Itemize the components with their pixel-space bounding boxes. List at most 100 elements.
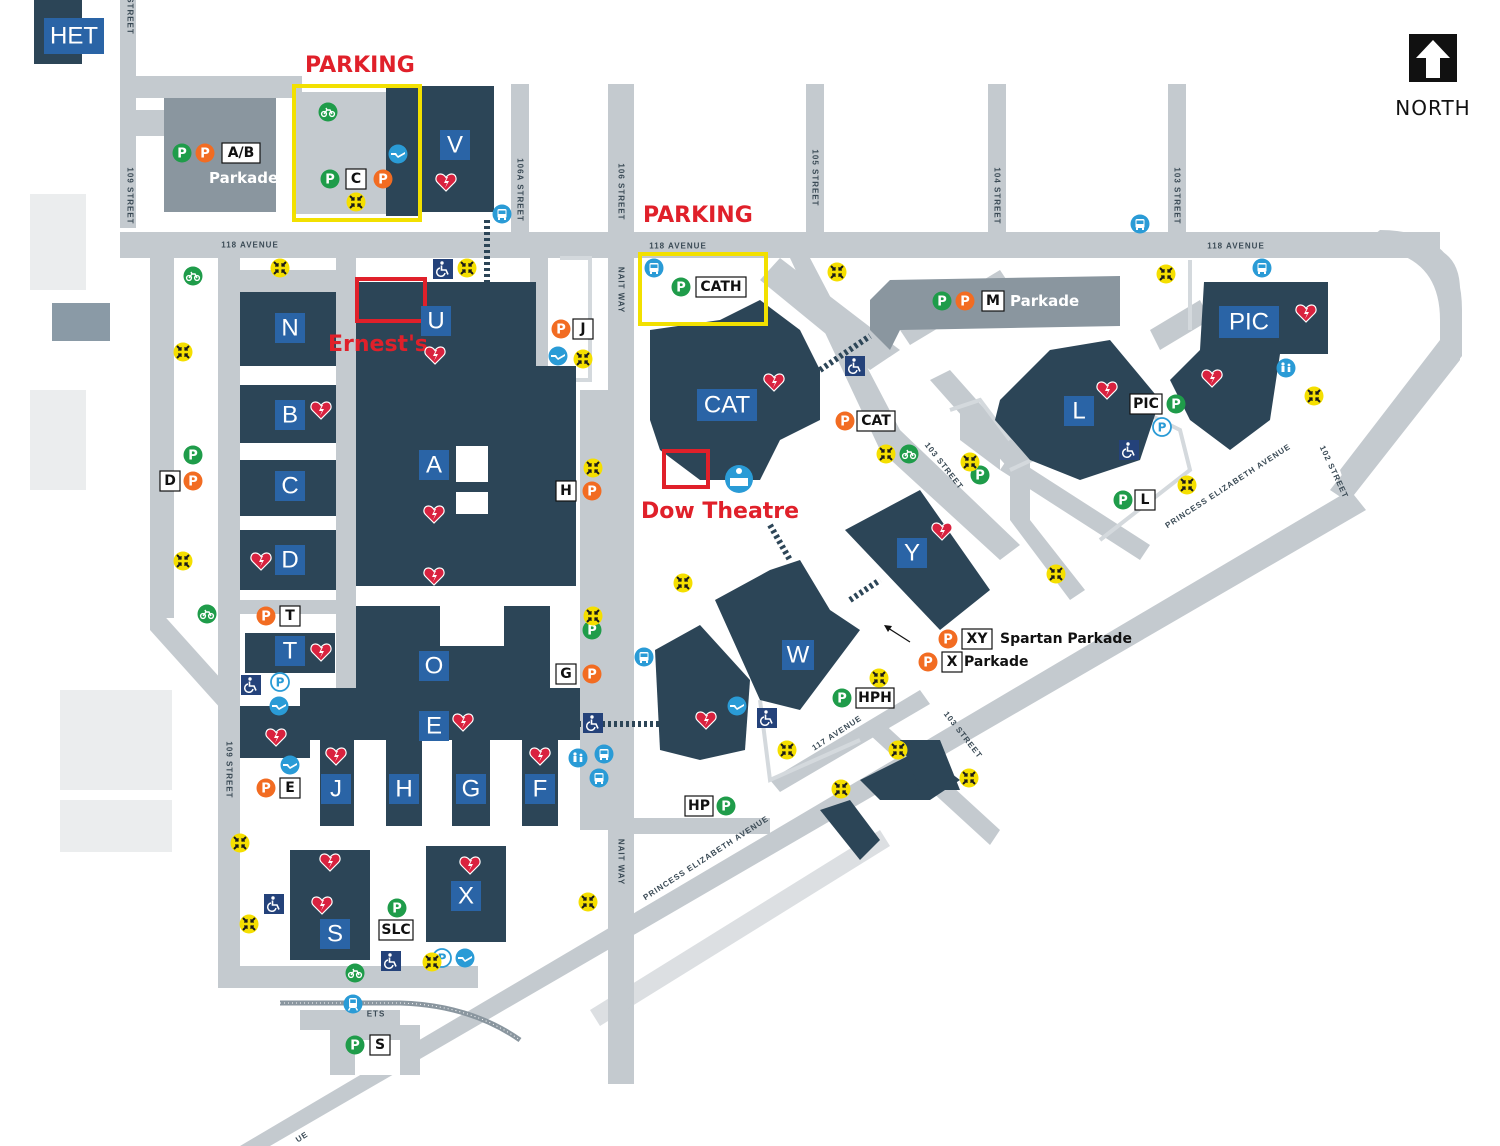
parking-xy-label: Spartan Parkade [1000,631,1132,647]
street-label-118-mid: 118 AVENUE [649,242,707,251]
parking-p-icon [932,291,952,311]
faded-buildings [30,194,172,852]
svg-text:XY: XY [967,631,989,647]
parking-p-icon [918,652,938,672]
parking-lot-cat: CAT [856,410,896,432]
wheelchair-icon [264,894,284,914]
parking-p-icon [582,664,602,684]
assembly-point-icon [422,952,442,972]
building-label-d: D [275,545,305,575]
parking-lot-pic: PIC [1129,393,1163,415]
parking-labels: A/B Parkade C CATH M Parkade J CAT PIC H… [159,142,1186,1056]
assembly-point-icon [578,892,598,912]
parking-x-label: Parkade [964,654,1029,670]
svg-text:E: E [426,713,442,740]
building-label-cat: CAT [697,389,757,421]
street-label-109-bottom: 109 STREET [225,741,234,798]
street-label-ue: UE [294,1130,310,1145]
svg-text:D: D [164,473,176,489]
street-label-118-right: 118 AVENUE [1207,242,1265,251]
parking-lot-ab: A/B [221,142,261,164]
assembly-point-icon [173,551,193,571]
wheelchair-icon [1119,440,1139,460]
svg-text:L: L [1141,492,1150,508]
svg-text:HPH: HPH [858,690,892,706]
building-label-y: Y [897,538,927,568]
building-label-f: F [525,774,555,804]
bus-stop-icon [492,204,512,224]
parking-ab-parkade-label: Parkade [209,169,278,187]
svg-text:C: C [281,473,298,500]
building-label-u: U [421,306,451,336]
assembly-point-icon [888,740,908,760]
assembly-point-icon [1156,264,1176,284]
info-desk-icon [455,948,475,968]
building-label-e: E [419,711,449,741]
assembly-point-icon [457,258,477,278]
wheelchair-icon [845,356,865,376]
svg-text:J: J [330,776,342,803]
svg-text:A/B: A/B [228,145,255,161]
parking-m-parkade-label: Parkade [1010,292,1079,310]
svg-text:S: S [375,1037,385,1053]
parking-p-icon [256,606,276,626]
family-room-icon [1276,358,1296,378]
parking-lot-cath: CATH [695,276,747,298]
parking-p-icon [345,1035,365,1055]
parking-p-icon [195,143,215,163]
assembly-point-icon [777,740,797,760]
assembly-point-icon [869,668,889,688]
north-indicator: NORTH [1395,34,1470,120]
svg-text:Y: Y [904,540,920,567]
ernests-label: Ernest's [328,332,428,357]
svg-text:F: F [533,776,548,803]
svg-text:N: N [281,315,298,342]
parking-lot-e: E [279,777,301,799]
parking-lot-hp: HP [684,795,714,817]
bus-stop-icon [594,744,614,764]
svg-text:J: J [579,321,585,337]
svg-text:D: D [281,547,298,574]
svg-text:PIC: PIC [1229,309,1269,336]
building-label-v: V [440,130,470,160]
highlight-texts: PARKING PARKING Ernest's Dow Theatre [305,53,799,524]
assembly-point-icon [270,258,290,278]
bus-stop-icon [589,768,609,788]
rail-track-ties [280,1002,521,1041]
assembly-point-icon [583,458,603,478]
motorcycle-icon [318,102,338,122]
parking-highlight-label-2: PARKING [643,203,753,228]
assembly-point-icon [239,914,259,934]
street-label-ets: ETS [367,1010,386,1019]
street-label-street-top: STREET [126,0,135,35]
parking-p-icon [1166,394,1186,414]
svg-text:V: V [447,132,463,159]
bus-stop-icon [1252,258,1272,278]
building-label-b: B [275,400,305,430]
svg-text:CAT: CAT [861,413,891,429]
wheelchair-icon [583,713,603,733]
building-label-j: J [321,774,351,804]
motorcycle-icon [183,266,203,286]
parking-p-icon [320,169,340,189]
assembly-point-icon [173,342,193,362]
assembly-point-icon [1046,564,1066,584]
roads [120,0,1462,1146]
parking-highlight-label-1: PARKING [305,53,415,78]
svg-text:H: H [395,776,412,803]
buildings [34,0,1328,1075]
svg-text:CAT: CAT [704,392,751,419]
parking-lot-l: L [1134,489,1156,511]
svg-text:G: G [560,666,572,682]
building-label-w: W [782,640,814,670]
wheelchair-icon [757,708,777,728]
parking-lot-s: S [369,1034,391,1056]
svg-text:B: B [282,402,298,429]
lrt-station-icon [343,994,363,1014]
parking-lot-xy: XY [961,628,993,650]
parking-p-icon [955,291,975,311]
info-desk-icon [548,346,568,366]
parking-p-icon [183,471,203,491]
parking-lot-g: G [555,663,577,685]
parking-lot-hph: HPH [855,687,895,709]
